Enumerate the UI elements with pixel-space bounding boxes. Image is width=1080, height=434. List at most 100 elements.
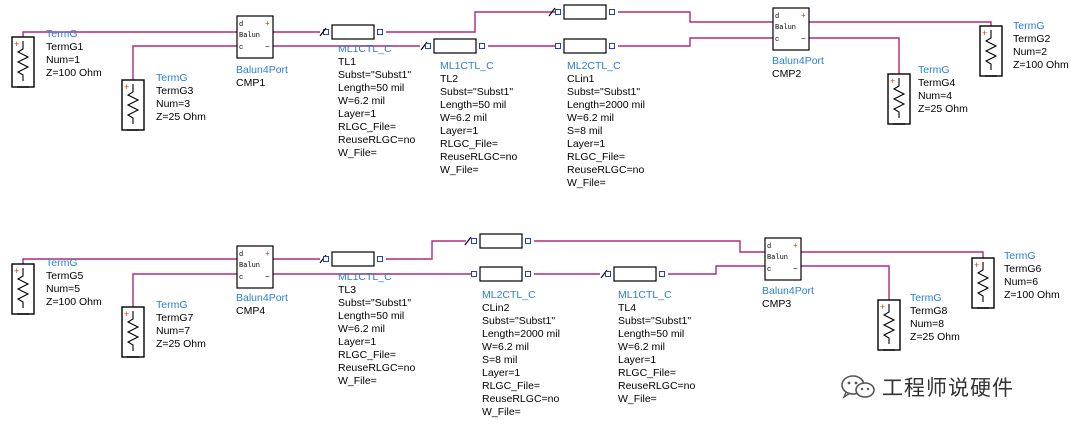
balun-plus: +: [265, 250, 270, 259]
watermark-text: 工程师说硬件: [882, 377, 1014, 400]
tl1: [331, 24, 375, 40]
termg8: +: [877, 299, 901, 351]
net-tl4-out: [668, 265, 765, 275]
net-clin2-out1: [534, 240, 765, 253]
net8: [801, 265, 890, 300]
resistor-icon: [882, 304, 896, 344]
pin: [555, 43, 561, 49]
net4: [809, 37, 900, 74]
balun-d: d: [767, 243, 771, 251]
tline-body: [479, 233, 523, 249]
plus-sign: +: [890, 76, 895, 86]
pin: [471, 238, 477, 244]
termg6: +: [971, 257, 995, 309]
balun-c: c: [239, 274, 243, 282]
tline-body: [331, 251, 375, 267]
resistor-icon: [976, 262, 990, 302]
plus-sign: +: [14, 266, 19, 276]
tline-body: [433, 38, 477, 54]
net1: [22, 31, 237, 37]
balun-c: c: [767, 266, 771, 274]
net6: [801, 251, 984, 258]
wires: [22, 11, 992, 307]
pin: [471, 271, 477, 277]
net7: [132, 273, 237, 307]
termg1: +: [11, 36, 35, 88]
resistor-icon: [126, 84, 140, 124]
pin: [377, 256, 383, 262]
resistor-icon: [16, 41, 30, 81]
balun-minus: −: [265, 273, 270, 282]
plus-sign: +: [880, 302, 885, 312]
clin2-upper: [479, 233, 523, 249]
termg4: +: [887, 73, 911, 125]
net-bottom-upper: [386, 240, 466, 260]
tline-body: [563, 38, 607, 54]
wechat-icon: [841, 375, 875, 399]
balun-label: Balun: [239, 32, 260, 40]
termg2: +: [979, 25, 1003, 77]
balun-c: c: [239, 44, 243, 52]
balun-minus: −: [265, 43, 270, 52]
balun-label: Balun: [767, 254, 788, 262]
pin: [479, 43, 485, 49]
net-clin1-out2: [618, 37, 773, 47]
tline-body: [479, 266, 523, 282]
tline-body: [613, 266, 657, 282]
balun-body: [772, 7, 810, 51]
tl3: [331, 251, 375, 267]
plus-sign: +: [124, 82, 129, 92]
watermark: 工程师说硬件: [840, 374, 1014, 400]
pin: [609, 9, 615, 15]
pin: [377, 29, 383, 35]
balun-body: [236, 15, 274, 59]
net3: [132, 45, 237, 80]
balun-d: d: [239, 21, 243, 29]
terminal-tick: [319, 27, 327, 37]
pin: [425, 43, 431, 49]
pin: [659, 271, 665, 277]
plus-sign: +: [14, 39, 19, 49]
plus-sign: +: [982, 28, 987, 38]
pin: [555, 9, 561, 15]
plus-sign: +: [974, 260, 979, 270]
clin2-lower: [479, 266, 523, 282]
pin: [609, 43, 615, 49]
tl4: [613, 266, 657, 282]
balun-minus: −: [801, 35, 806, 44]
terminal-tick: [464, 236, 472, 246]
balun-label: Balun: [239, 262, 260, 270]
balun-d: d: [775, 13, 779, 21]
tline-body: [331, 24, 375, 40]
plus-sign: +: [124, 309, 129, 319]
balun-body: [764, 237, 802, 281]
resistor-icon: [892, 78, 906, 118]
clin1-lower: [563, 38, 607, 54]
net2: [809, 21, 992, 26]
tl2: [433, 38, 477, 54]
net-clin1-out1: [618, 11, 773, 23]
termg5: +: [11, 263, 35, 315]
balun-minus: −: [793, 265, 798, 274]
net5: [22, 258, 237, 264]
balun-plus: +: [793, 242, 798, 251]
termg3: +: [121, 79, 145, 131]
net-top-upper: [386, 11, 556, 33]
